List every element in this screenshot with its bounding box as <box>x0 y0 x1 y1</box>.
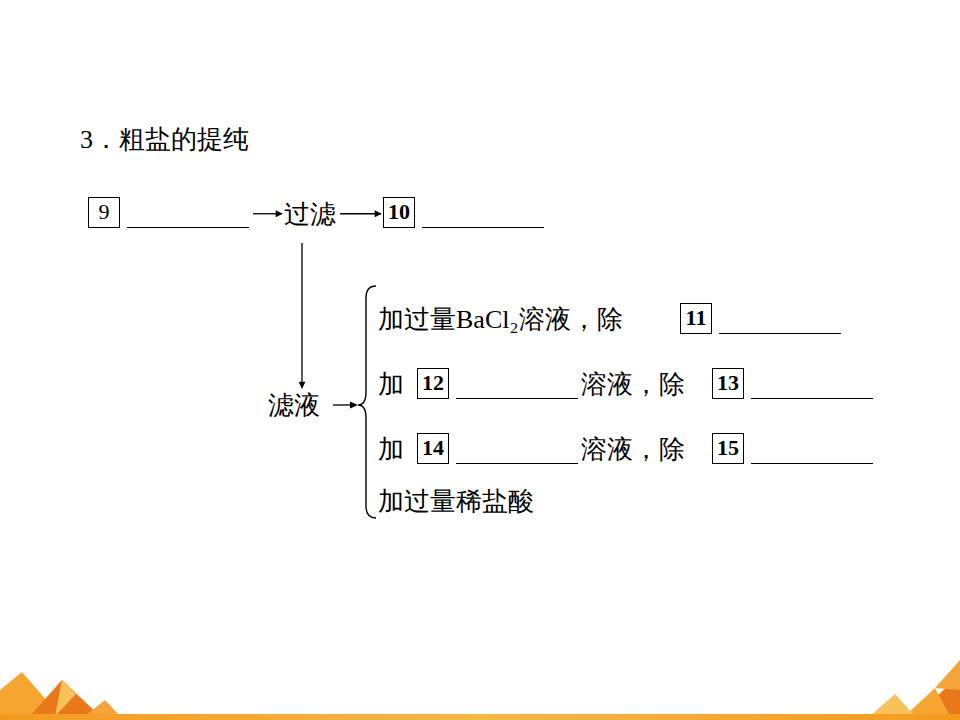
number-box: 14 <box>417 433 449 464</box>
flow-arrow <box>253 213 282 214</box>
step-label: 溶液，除 <box>581 435 685 465</box>
curly-brace <box>358 286 376 518</box>
answer-blank <box>751 433 873 464</box>
step-label: 加 <box>378 435 404 465</box>
step-label: 溶液，除 <box>581 370 685 400</box>
corner-triangle <box>30 680 100 716</box>
number-box: 12 <box>417 368 449 399</box>
callout-number: 12 <box>417 368 578 399</box>
answer-blank <box>456 368 578 399</box>
answer-blank <box>127 197 249 228</box>
number-box: 13 <box>712 368 744 399</box>
corner-triangle <box>85 700 120 716</box>
step-text: 滤液 <box>268 390 320 422</box>
bottom-bar <box>0 714 960 720</box>
flow-arrow <box>340 213 381 214</box>
callout-number: 13 <box>712 368 873 399</box>
number-box: 9 <box>88 197 120 228</box>
answer-blank <box>751 368 873 399</box>
corner-triangle <box>935 660 960 690</box>
number-box: 15 <box>712 433 744 464</box>
corner-triangle <box>870 694 915 716</box>
arrow-line <box>333 404 352 405</box>
callout-number: 15 <box>712 433 873 464</box>
corner-triangle <box>55 680 76 716</box>
slide-title: 3．粗盐的提纯 <box>80 124 249 156</box>
step-text: 过滤 <box>284 199 336 231</box>
arrow-head <box>350 402 358 409</box>
process-step: 过滤 <box>284 199 336 231</box>
step-label: 加过量稀盐酸 <box>378 487 534 517</box>
corner-triangle <box>905 688 950 716</box>
callout-number: 9 <box>88 197 249 228</box>
process-step: 滤液 <box>268 390 320 422</box>
answer-blank <box>456 433 578 464</box>
answer-blank <box>719 303 841 334</box>
step-label: 加过量BaCl₂溶液，除 <box>378 305 623 335</box>
step-label: 加 <box>378 370 404 400</box>
number-box: 10 <box>383 197 415 228</box>
flow-arrow <box>301 243 302 388</box>
callout-number: 14 <box>417 433 578 464</box>
number-box: 11 <box>680 303 712 334</box>
callout-number: 10 <box>383 197 544 228</box>
answer-blank <box>422 197 544 228</box>
callout-number: 11 <box>680 303 841 334</box>
